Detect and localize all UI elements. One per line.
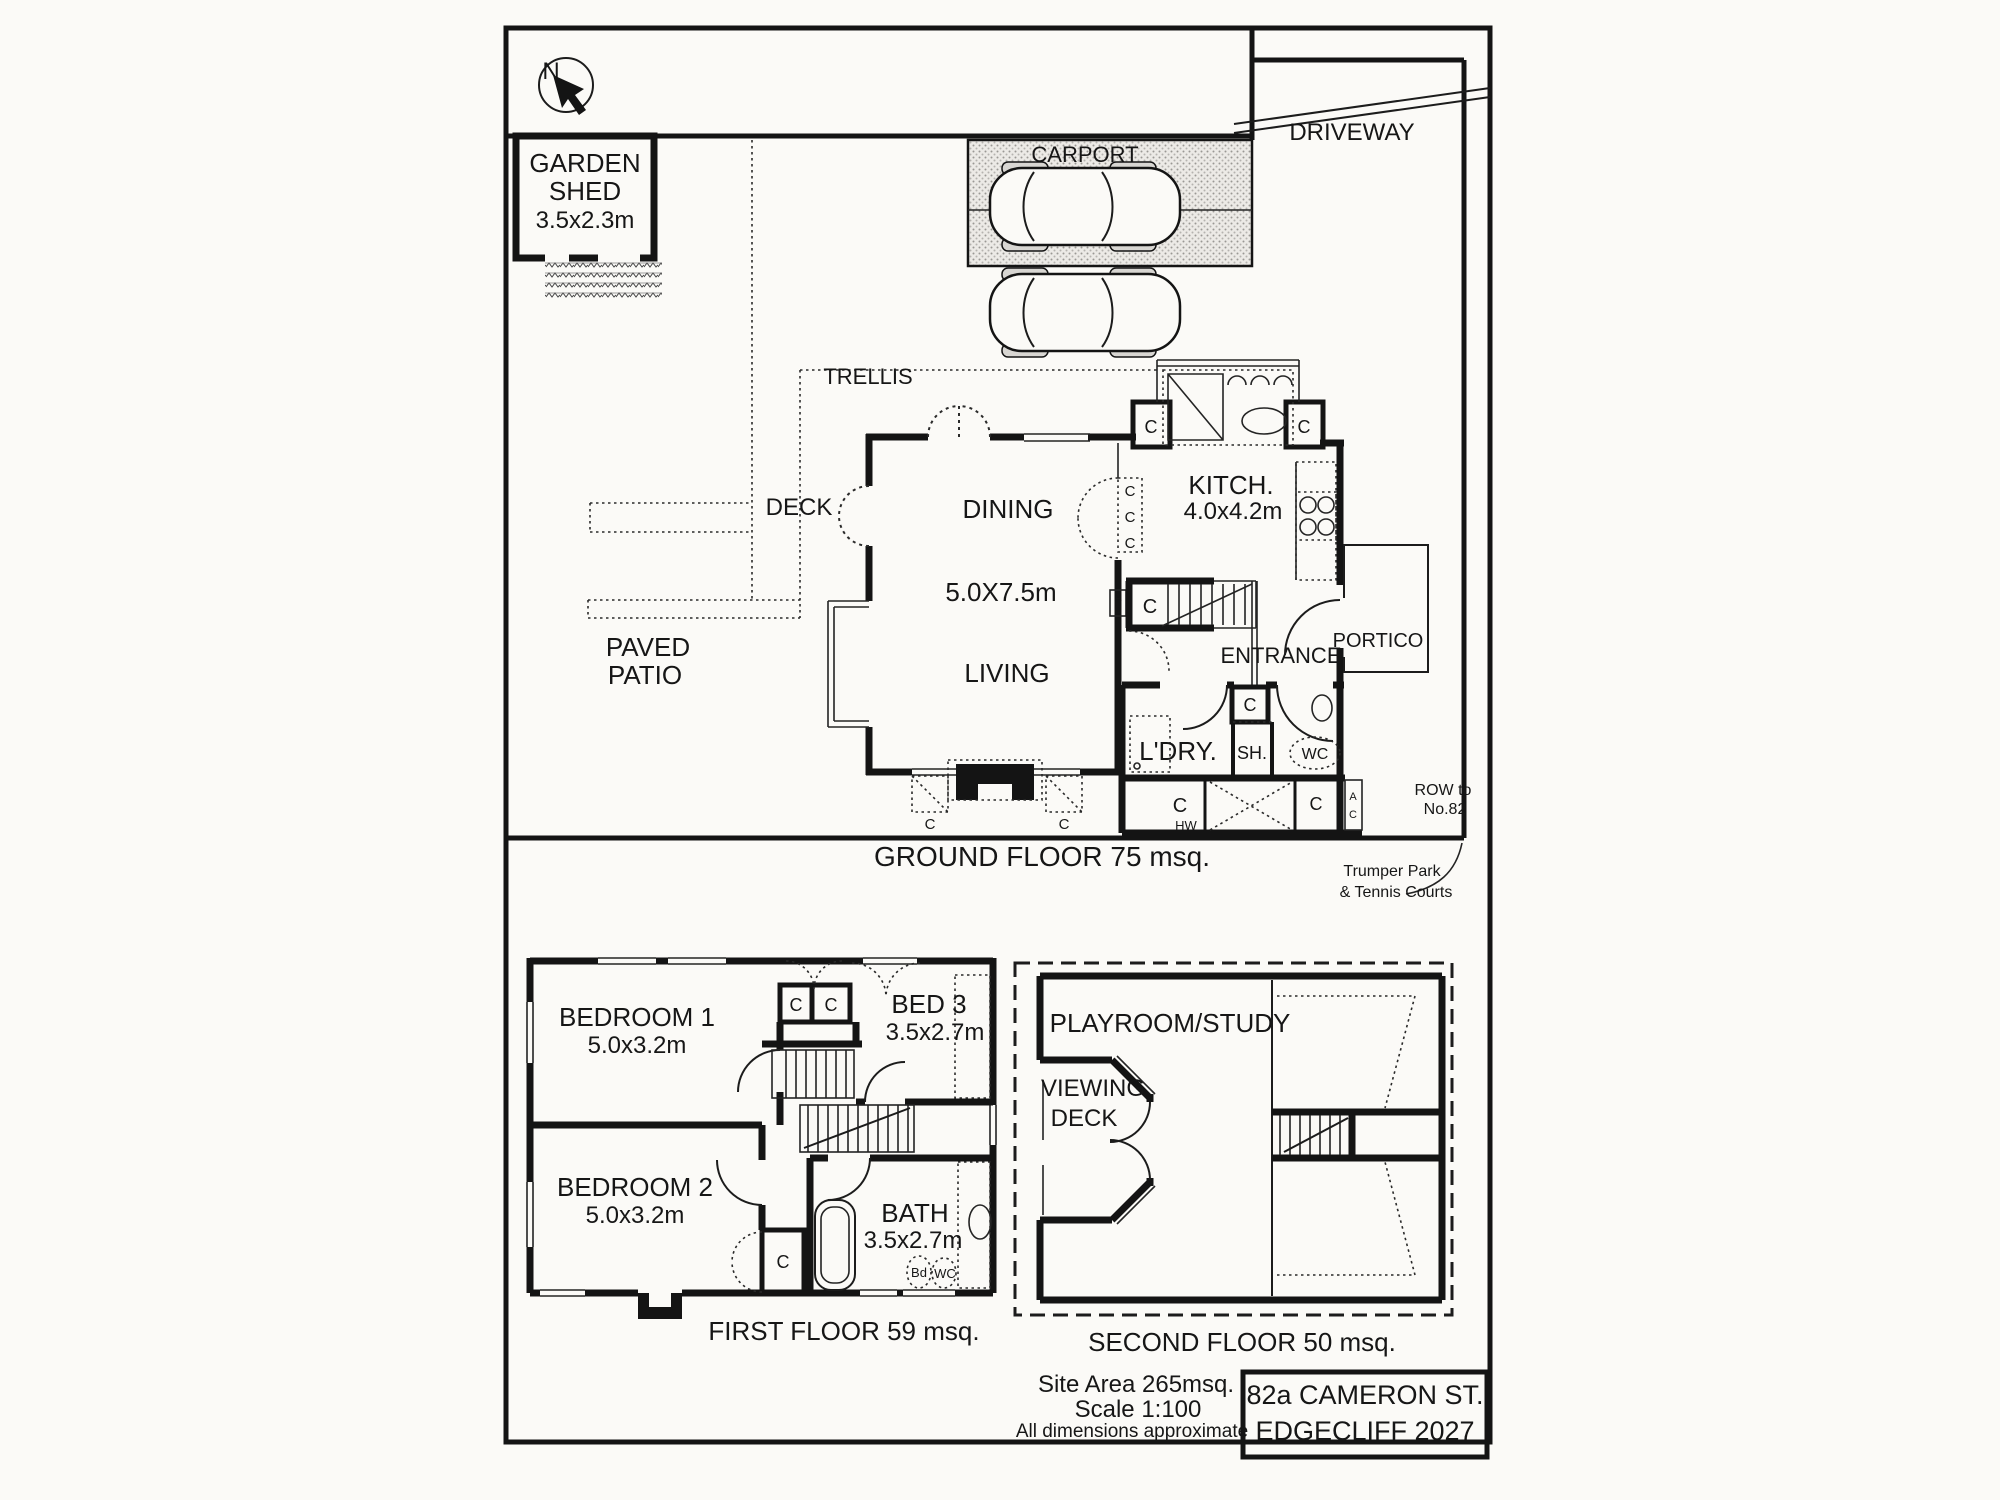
viewing-deck: VIEWING DECK [1040,1055,1156,1225]
driveway-label: DRIVEWAY [1289,119,1414,146]
closet-label: C [1298,417,1311,437]
ceiling-slope-lines [1277,995,1416,1276]
disclaimer-text: All dimensions approximate [1016,1421,1248,1442]
first-floor-stairs [762,1022,915,1153]
bath-dims: 3.5x2.7m [864,1227,963,1254]
closet-label: C [1244,695,1257,715]
wc-label: WC [1302,746,1329,763]
bedroom2-dims: 5.0x3.2m [586,1202,685,1229]
bedroom2-label: BEDROOM 2 [557,1172,713,1202]
first-floor-caption: FIRST FLOOR 59 msq. [708,1316,979,1346]
living-label: LIVING [964,658,1049,688]
closet-label: C [1059,816,1070,833]
patio-steps-dotted [589,502,752,533]
car-in-carport [988,161,1182,252]
closet-label: C [825,995,838,1015]
deck-edge-dotted [587,140,800,619]
second-floor-caption: SECOND FLOOR 50 msq. [1088,1327,1396,1357]
wc-label: WC [934,1266,956,1281]
title-block: Site Area 265msq. Scale 1:100 All dimens… [1016,1369,1490,1460]
playroom-label: PLAYROOM/STUDY [1050,1008,1291,1038]
ground-floor-caption: GROUND FLOOR 75 msq. [874,841,1210,872]
front-door-arc [1284,599,1341,656]
driveway-crossover-lines [1233,87,1491,134]
viewing-deck-label-2: DECK [1051,1105,1118,1132]
compass-circle [538,57,594,113]
garden-shed-label-1: GARDEN [529,148,640,178]
closet-label: C [1173,795,1187,817]
park-note-2: & Tennis Courts [1340,884,1453,901]
park-pointer-curve [1405,842,1463,895]
hot-water-label: HW [1175,818,1197,833]
north-indicator: N [538,57,594,115]
viewing-deck-label-1: VIEWING [1041,1075,1145,1102]
row-note-1: ROW to [1415,782,1472,799]
paved-patio-label-2: PATIO [608,660,682,690]
garden-shed: GARDEN SHED 3.5x2.3m [512,132,658,263]
park-note-1: Trumper Park [1343,863,1441,880]
garden-bed-hatch [545,260,662,300]
living-dining-dims: 5.0X7.5m [945,577,1056,607]
car-on-driveway [988,267,1182,358]
paved-patio-label-1: PAVED [606,632,690,662]
bathroom: Bd WC BATH 3.5x2.7m [806,1154,993,1293]
kitchen-dims: 4.0x4.2m [1184,498,1283,525]
site-plan: N DRIVEWAY GARDEN SHED 3.5x2.3m CARPORT [506,28,1491,901]
carport: CARPORT [966,138,1254,268]
garden-shed-label-2: SHED [549,176,621,206]
closet-label: C [777,1252,790,1272]
kitchen-label: KITCH. [1188,470,1273,500]
closet-label: C [1125,509,1136,526]
ground-stairs: C [1125,577,1258,685]
bedroom1-dims: 5.0x3.2m [588,1032,687,1059]
bedroom1-label: BEDROOM 1 [559,1002,715,1032]
closet-label: C [1143,596,1157,618]
portico-label: PORTICO [1333,630,1424,652]
closet-label: C [1310,794,1323,814]
site-area-text: Site Area 265msq. [1038,1371,1234,1398]
second-floor-plan: VIEWING DECK PLAYROOM/STUDY SECOND FLOOR… [1013,961,1454,1357]
closet-label: C [925,816,936,833]
bidet-label: Bd [911,1265,927,1280]
dining-label: DINING [963,494,1054,524]
ac-label-top: A [1349,791,1357,803]
bed3-label: BED 3 [891,989,966,1019]
scale-text: Scale 1:100 [1075,1396,1202,1423]
closet-label: C [790,995,803,1015]
shower-label: SH. [1237,743,1267,763]
closet-label: C [1145,417,1158,437]
north-arrow-icon [553,75,586,115]
bed3-dims: 3.5x2.7m [886,1019,985,1046]
portico-outline [1343,544,1429,673]
garden-shed-dims: 3.5x2.3m [536,207,635,234]
closet-label: C [1125,483,1136,500]
address-line-1: 82a CAMERON ST. [1246,1380,1483,1410]
closet-label: C [1125,535,1136,552]
chimney [638,1293,682,1319]
first-floor-plan: C C Bd WC BATH 3.5x [526,957,997,1346]
laundry-label: L'DRY. [1139,736,1217,766]
ac-label-bottom: C [1349,809,1357,821]
page-border [503,25,1493,1445]
fireplace [956,764,1034,800]
deck-label: DECK [766,494,833,521]
ac-label-top: A [1114,592,1122,604]
roof-outline-dashed [1013,961,1454,1317]
ac-label-bottom: C [1114,604,1122,616]
bath-label: BATH [881,1198,948,1228]
ground-floor-plan: C C C C C A C C C KITCH. 4. [827,359,1429,872]
row-note-2: No.82 [1424,801,1467,818]
address-box [1240,1369,1490,1460]
trellis-label: TRELLIS [823,364,912,389]
laundry-block: C L'DRY. SH. WC C HW C A C [1118,681,1363,837]
entrance-label: ENTRANCE [1220,643,1341,668]
kitchen: C C KITCH. 4.0x4.2m [1130,359,1344,688]
address-line-2: EDGECLIFF 2027 [1255,1416,1474,1446]
